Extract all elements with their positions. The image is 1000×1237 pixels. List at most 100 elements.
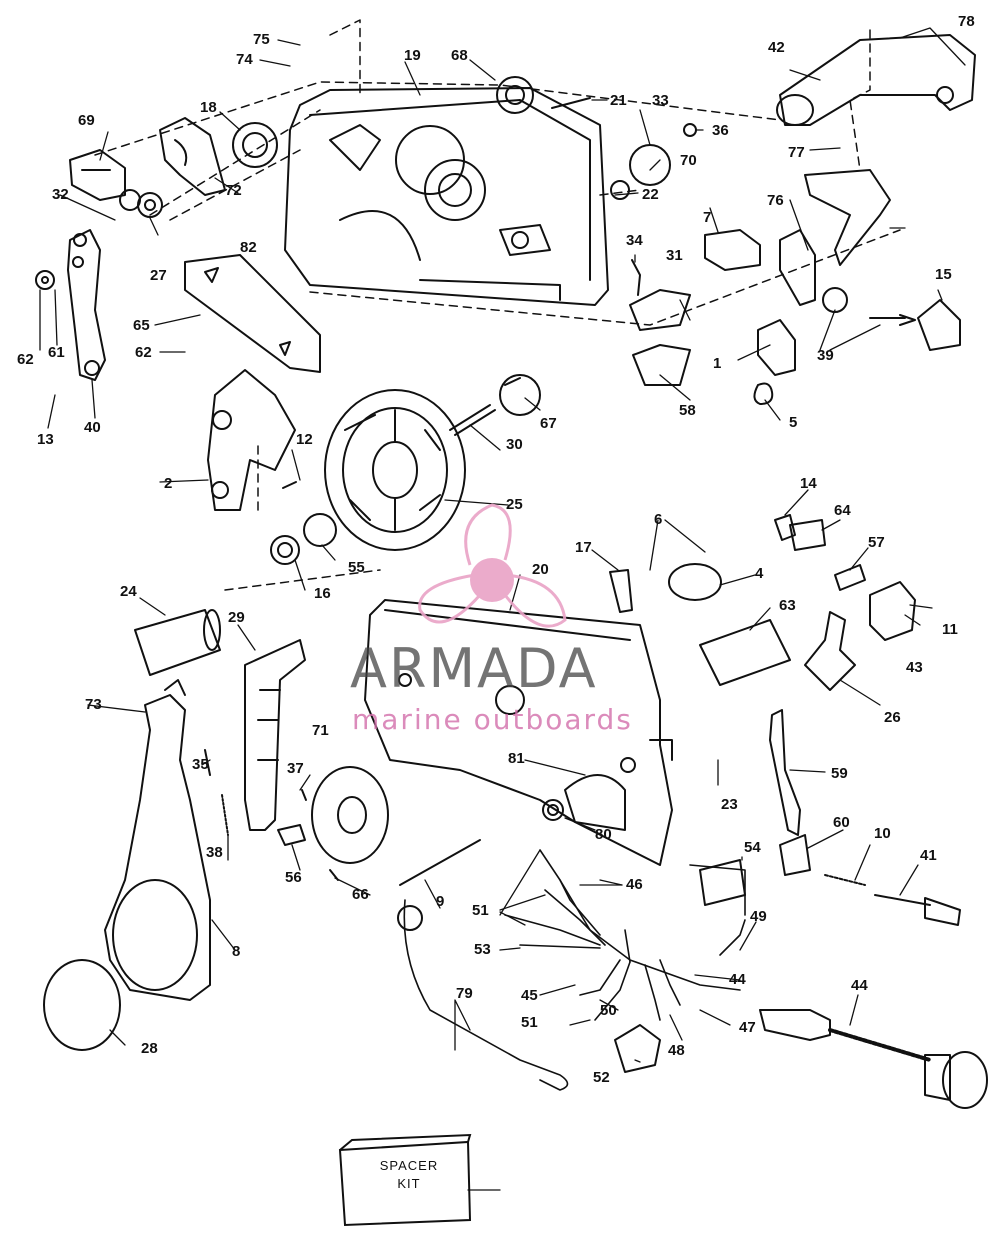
callout: 29 — [228, 609, 245, 626]
callout: 31 — [666, 247, 683, 264]
callout: 42 — [768, 39, 785, 56]
cam-lever-2 — [207, 369, 296, 511]
callout: 20 — [532, 561, 549, 578]
disc-69 — [311, 766, 389, 864]
control-handle-71 — [104, 679, 211, 1001]
propeller-logo — [418, 503, 567, 628]
callout: 65 — [133, 317, 150, 334]
callout: 37 — [287, 760, 304, 777]
callout: 33 — [652, 92, 669, 109]
callout: 10 — [874, 825, 891, 842]
bracket-24 — [804, 611, 856, 691]
control-housing-upper — [284, 87, 609, 306]
callout: 12 — [296, 431, 313, 448]
callout: 30 — [506, 436, 523, 453]
spacer-kit-line2: KIT — [397, 1176, 421, 1191]
callout: 36 — [712, 122, 729, 139]
watermark-brand: ARMADA — [350, 637, 598, 700]
callout: 40 — [84, 419, 101, 436]
callout: 46 — [626, 876, 643, 893]
callout: 72 — [225, 182, 242, 199]
callout: 28 — [141, 1040, 158, 1057]
callout: 4 — [755, 565, 764, 582]
callout: 32 — [52, 186, 69, 203]
callout: 77 — [788, 144, 805, 161]
spacer-kit-box — [338, 1133, 472, 1227]
callout: 23 — [721, 796, 738, 813]
callout: 24 — [120, 583, 137, 600]
callout: 58 — [679, 402, 696, 419]
callout: 54 — [744, 839, 761, 856]
callout: 39 — [817, 347, 834, 364]
callout: 50 — [600, 1002, 617, 1019]
callout: 81 — [508, 750, 525, 767]
callout: 67 — [540, 415, 557, 432]
callout: 69 — [78, 112, 95, 129]
callout: 51 — [521, 1014, 538, 1031]
callout: 34 — [626, 232, 643, 249]
callout: 61 — [48, 344, 65, 361]
callout: 18 — [200, 99, 217, 116]
callout: 41 — [920, 847, 937, 864]
callout: 73 — [85, 696, 102, 713]
callout: 63 — [779, 597, 796, 614]
callout: 62 — [17, 351, 34, 368]
callout: 14 — [800, 475, 817, 492]
callout: 57 — [868, 534, 885, 551]
lens-26 — [43, 959, 121, 1051]
callout: 64 — [834, 502, 851, 519]
callout: 27 — [150, 267, 167, 284]
bracket-81 — [804, 169, 891, 266]
callout: 16 — [314, 585, 331, 602]
callout: 66 — [352, 886, 369, 903]
callout: 80 — [595, 826, 612, 843]
callout: 76 — [767, 192, 784, 209]
callout: 43 — [906, 659, 923, 676]
insulator-61 — [699, 619, 791, 686]
callout: 44 — [729, 971, 746, 988]
callout: 21 — [610, 92, 627, 109]
callout: 47 — [739, 1019, 756, 1036]
leader-lines — [39, 27, 966, 1191]
lever-57 — [769, 709, 801, 836]
lever-38 — [67, 229, 106, 381]
bracket-74 — [779, 229, 816, 306]
plug-42 — [759, 1009, 831, 1041]
shift-gear-hub — [324, 389, 466, 551]
callout: 1 — [713, 355, 722, 372]
callout: 15 — [935, 266, 952, 283]
callout: 5 — [789, 414, 798, 431]
warning-plate-63 — [184, 254, 321, 373]
callout: 44 — [851, 977, 868, 994]
callout: 53 — [474, 941, 491, 958]
lock-67 — [69, 149, 126, 201]
callout: 11 — [942, 621, 958, 638]
callout: 78 — [958, 13, 975, 30]
callout: 25 — [506, 496, 523, 513]
callout: 26 — [884, 709, 901, 726]
callout: 70 — [680, 152, 697, 169]
callout: 59 — [831, 765, 848, 782]
knob-14 — [917, 299, 961, 351]
callout: 13 — [37, 431, 54, 448]
callout: 35 — [192, 756, 209, 773]
cylinder-22 — [134, 609, 221, 676]
throttle-lever-40 — [776, 34, 976, 126]
callout: 2 — [164, 475, 173, 492]
callout: 79 — [456, 985, 473, 1002]
callout: 49 — [750, 908, 767, 925]
control-housing-lower — [364, 599, 673, 866]
callout: 74 — [236, 51, 253, 68]
callout: 60 — [833, 814, 850, 831]
callout: 48 — [668, 1042, 685, 1059]
callout: 52 — [593, 1069, 610, 1086]
callout: 6 — [654, 511, 663, 528]
link-70 — [159, 117, 226, 196]
callout: 45 — [521, 987, 538, 1004]
wiring-harness — [504, 849, 746, 1021]
callout: 68 — [451, 47, 468, 64]
arm-27 — [244, 639, 306, 831]
callout: 17 — [575, 539, 592, 556]
callout: 51 — [472, 902, 489, 919]
